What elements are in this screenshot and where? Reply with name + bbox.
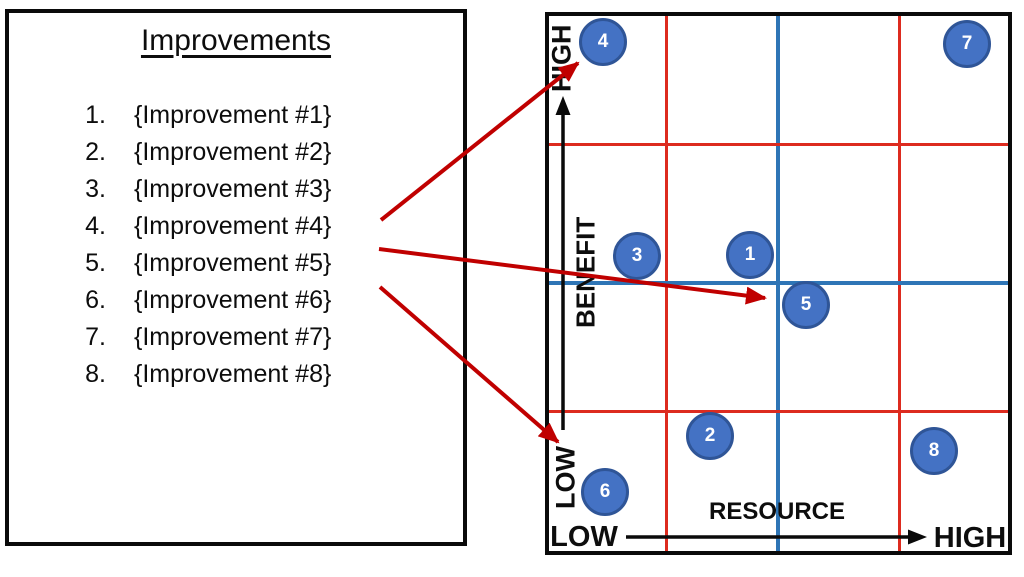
improvement-label: {Improvement #4} [134,212,332,240]
improvement-label: {Improvement #5} [134,249,332,277]
matrix-point-7[interactable]: 7 [943,20,991,68]
matrix-point-2[interactable]: 2 [686,412,734,460]
x-axis-title: RESOURCE [708,498,846,525]
matrix-point-4[interactable]: 4 [579,18,627,66]
grid-hline-red-top [545,143,1012,146]
improvement-item-2: 2. {Improvement #2} [5,134,467,171]
x-axis-low-label: LOW [550,520,618,553]
grid-hline-blue-mid [545,281,1012,285]
matrix-points-layer: 1 2 3 4 5 6 7 8 [545,12,1012,555]
improvement-label: {Improvement #8} [134,360,332,388]
improvement-number: 6. [85,286,106,314]
improvement-item-3: 3. {Improvement #3} [5,171,467,208]
grid-hline-red-bottom [545,410,1012,413]
matrix-point-5[interactable]: 5 [782,281,830,329]
matrix-point-1[interactable]: 1 [726,231,774,279]
improvement-number: 8. [85,360,106,388]
improvement-item-5: 5. {Improvement #5} [5,245,467,282]
improvement-item-8: 8. {Improvement #8} [5,356,467,393]
improvement-item-1: 1. {Improvement #1} [5,97,467,134]
improvement-label: {Improvement #2} [134,138,332,166]
improvement-item-4: 4. {Improvement #4} [5,208,467,245]
improvement-number: 3. [85,175,106,203]
improvement-number: 7. [85,323,106,351]
matrix-point-6[interactable]: 6 [581,468,629,516]
improvement-number: 4. [85,212,106,240]
improvement-number: 2. [85,138,106,166]
improvement-label: {Improvement #7} [134,323,332,351]
improvement-number: 1. [85,101,106,129]
improvement-label: {Improvement #3} [134,175,332,203]
matrix-point-8[interactable]: 8 [910,427,958,475]
improvements-panel: Improvements 1. {Improvement #1} 2. {Imp… [5,9,467,546]
matrix-point-3[interactable]: 3 [613,232,661,280]
improvements-title: Improvements [140,24,332,57]
improvement-label: {Improvement #6} [134,286,332,314]
improvements-list: 1. {Improvement #1} 2. {Improvement #2} … [5,97,467,393]
x-axis-high-label: HIGH [933,521,1007,554]
improvement-item-7: 7. {Improvement #7} [5,319,467,356]
improvement-label: {Improvement #1} [134,101,332,129]
improvement-number: 5. [85,249,106,277]
improvement-item-6: 6. {Improvement #6} [5,282,467,319]
